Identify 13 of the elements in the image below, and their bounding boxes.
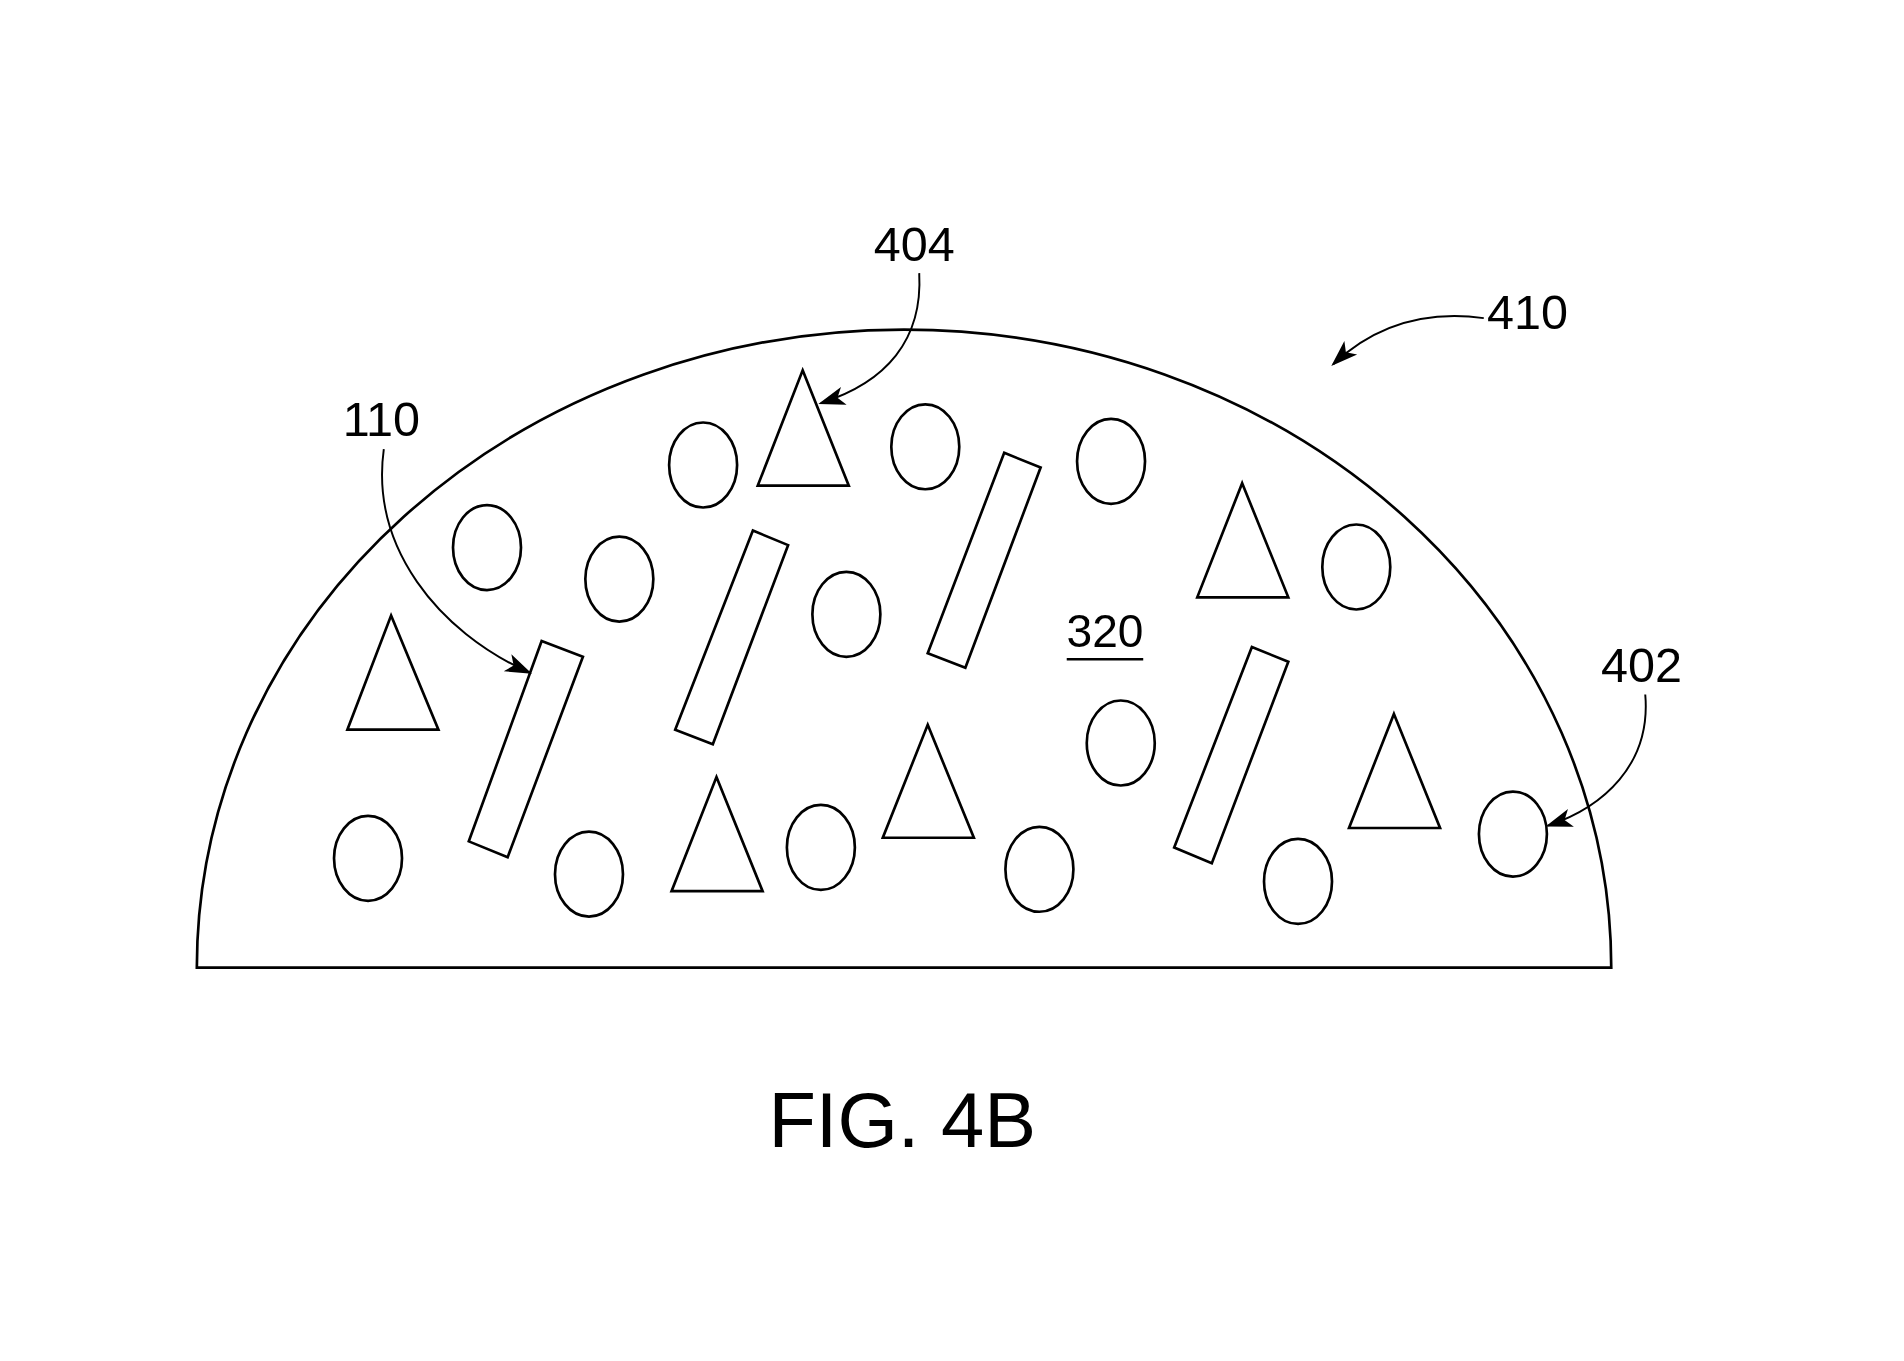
reference-numeral: 110 xyxy=(342,391,421,446)
figure-caption: FIG. 4B xyxy=(768,1077,1037,1164)
leader-line xyxy=(1331,315,1485,366)
particle-circle xyxy=(1477,790,1549,878)
reference-numeral: 320 xyxy=(1066,605,1144,661)
particle-bar xyxy=(467,639,585,859)
reference-numeral: 402 xyxy=(1601,638,1683,693)
leader-line xyxy=(818,272,921,405)
reference-numeral: 404 xyxy=(873,217,955,272)
leader-line xyxy=(381,448,532,674)
leader-line xyxy=(1545,693,1647,827)
reference-numeral: 410 xyxy=(1487,285,1568,339)
particle-triangle xyxy=(755,366,851,487)
